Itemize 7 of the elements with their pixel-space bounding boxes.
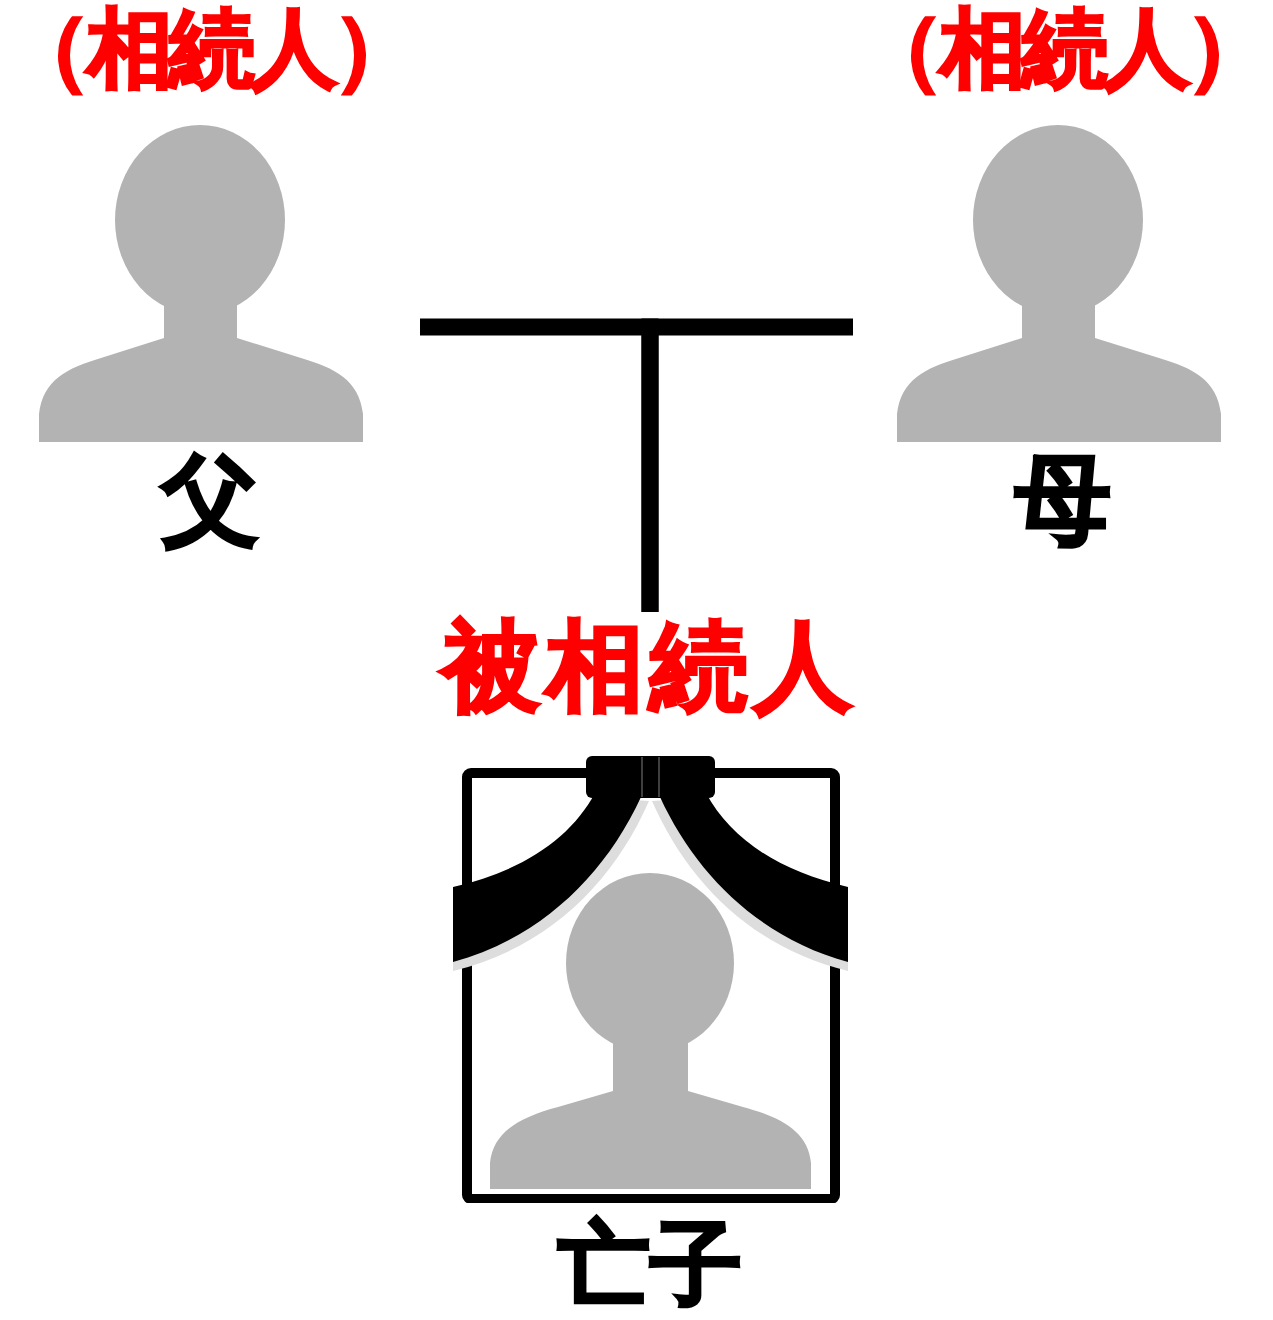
family-tree-line [641,318,853,612]
relation-label: 亡子 [557,1216,743,1314]
relation-label: 父 [159,450,259,552]
role-label: （相続人） [857,0,1269,97]
role-label: 被相続人 [438,612,862,722]
relation-label: 母 [1014,450,1112,552]
role-label: （相続人） [4,0,416,97]
